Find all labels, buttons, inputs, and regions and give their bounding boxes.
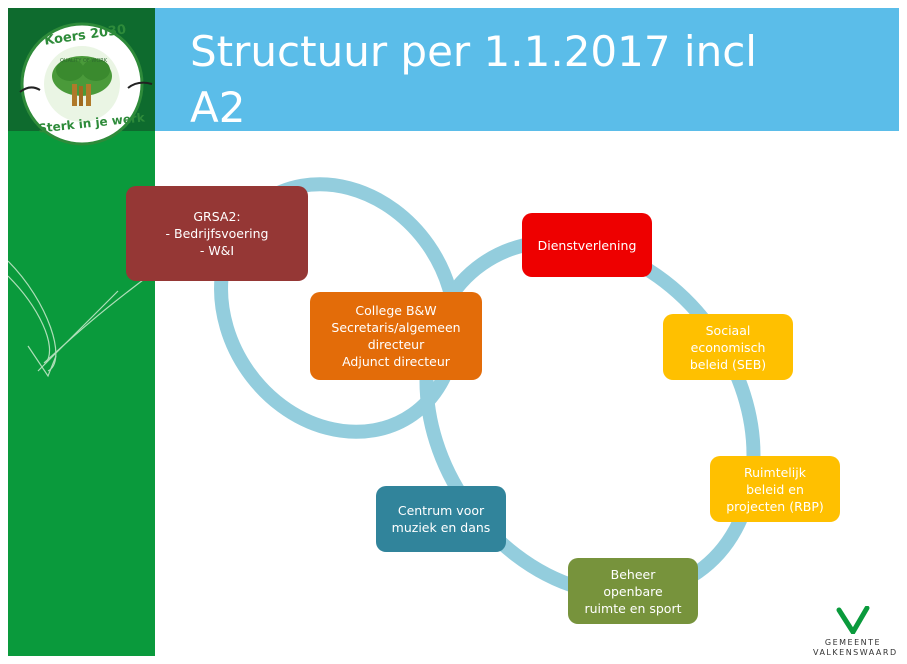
koers-2030-logo: [19, 22, 153, 146]
node-seb: Sociaal economisch beleid (SEB): [663, 314, 793, 380]
brand-name: GEMEENTE VALKENSWAARD: [813, 638, 898, 656]
valkenswaard-v-icon: [836, 605, 870, 637]
sidebar-line-ornament: [8, 260, 156, 378]
node-beheer: Beheer openbare ruimte en sport: [568, 558, 698, 624]
node-college: College B&W Secretaris/algemeen directeu…: [310, 292, 482, 380]
brand-valkenswaard: GEMEENTE VALKENSWAARD: [813, 605, 898, 656]
node-centrum: Centrum voor muziek en dans: [376, 486, 506, 552]
logo-motto: QUALITY OF WORK: [60, 58, 108, 64]
node-rbp: Ruimtelijk beleid en projecten (RBP): [710, 456, 840, 522]
node-dienstverlening: Dienstverlening: [522, 213, 652, 277]
slide-title: Structuur per 1.1.2017 incl A2: [190, 27, 757, 132]
slide: Structuur per 1.1.2017 incl A2 Koers 203…: [8, 8, 899, 656]
node-grsa2: GRSA2: - Bedrijfsvoering - W&I: [126, 186, 308, 281]
title-bar: [155, 8, 899, 131]
